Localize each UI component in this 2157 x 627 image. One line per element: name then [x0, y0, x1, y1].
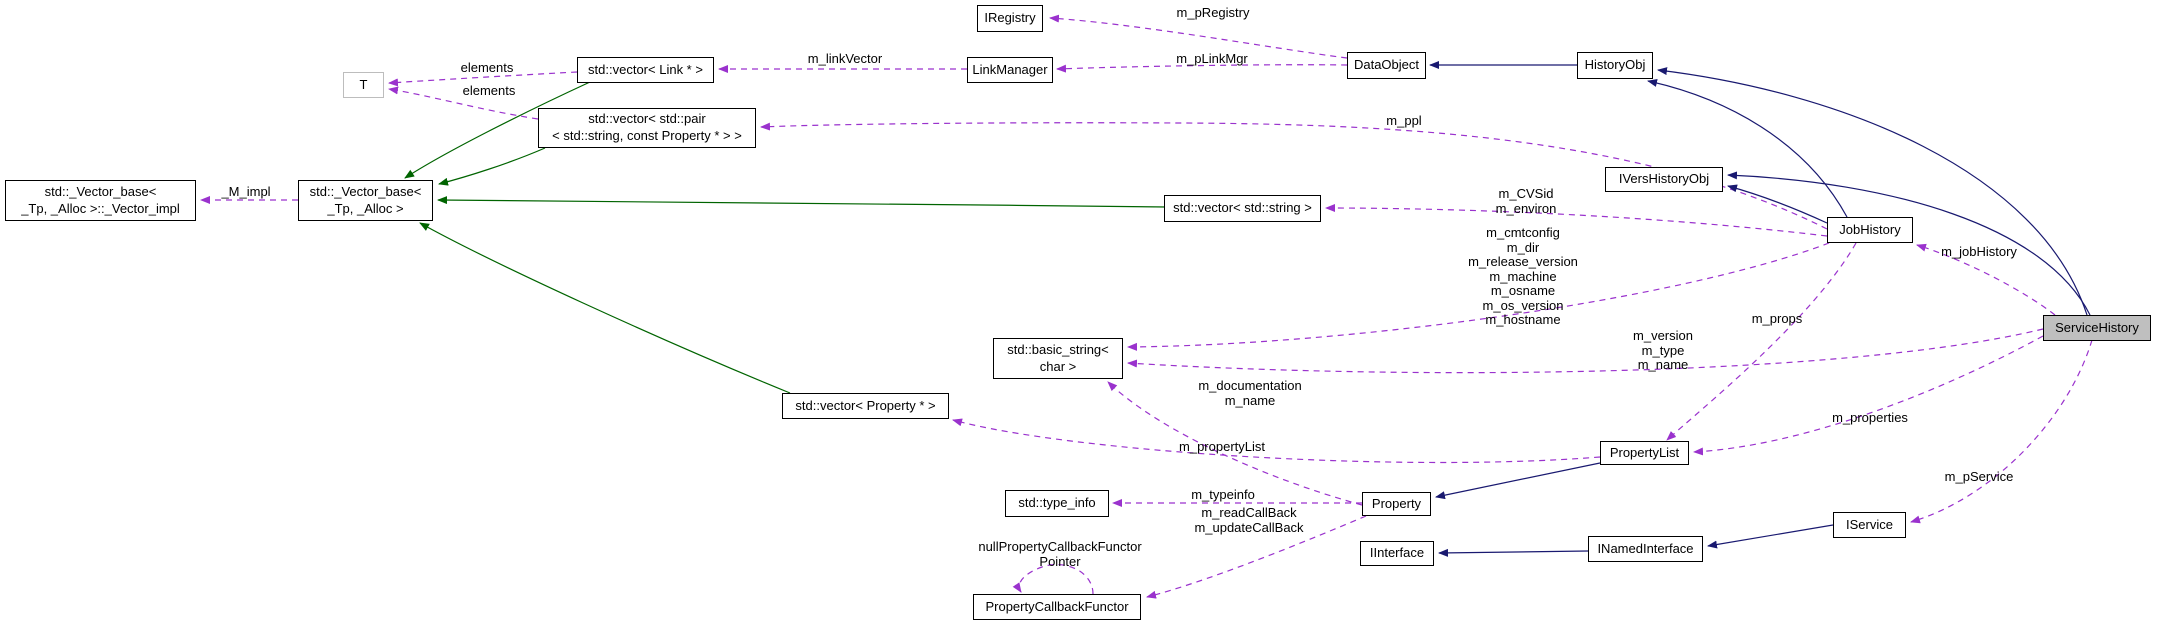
edge-label-m-typeinfo: m_typeinfo	[1191, 487, 1255, 502]
edge-inamedinterface-iinterface	[1438, 548, 1589, 557]
edge-property-pcf	[1146, 515, 1367, 599]
edge-vectorlink-t	[388, 71, 578, 87]
node-vector-property[interactable]: std::vector< Property * >	[782, 393, 949, 419]
edge-label-elements-1: elements	[460, 60, 514, 75]
edge-servicehistory-propertylist	[1693, 335, 2044, 456]
node-iservice[interactable]: IService	[1833, 512, 1906, 538]
node-iregistry[interactable]: IRegistry	[977, 5, 1043, 32]
node-type-info[interactable]: std::type_info	[1005, 490, 1109, 517]
edge-jobhistory-propertylist	[1666, 242, 1857, 441]
node-vector-base[interactable]: std::_Vector_base< _Tp, _Alloc >	[298, 180, 433, 221]
edge-jobhistory-ivershistoryobj	[1727, 184, 1828, 224]
edge-label-m-ppl: m_ppl	[1386, 113, 1422, 128]
edge-label-m-linkvector: m_linkVector	[807, 51, 883, 66]
node-vector-base-impl[interactable]: std::_Vector_base< _Tp, _Alloc >::_Vecto…	[5, 180, 196, 221]
node-property[interactable]: Property	[1362, 492, 1431, 516]
edge-servicehistory-historyobj	[1657, 67, 2088, 316]
edge-dataobject-iregistry	[1049, 14, 1348, 59]
node-vector-pair[interactable]: std::vector< std::pair < std::string, co…	[538, 108, 756, 148]
edge-label-elements-2: elements	[462, 83, 516, 98]
node-basic-string[interactable]: std::basic_string< char >	[993, 338, 1123, 379]
edge-vectorlink-vectorbase	[404, 81, 591, 179]
edge-servicehistory-jobhistory	[1916, 243, 2056, 316]
edge-vectorpair-t	[388, 86, 539, 120]
edge-iservice-inamedinterface	[1707, 524, 1834, 549]
edge-label-m-propertylist: m_propertyList	[1179, 439, 1265, 454]
edge-servicehistory-basicstring	[1127, 328, 2044, 374]
node-vector-string[interactable]: std::vector< std::string >	[1164, 195, 1321, 222]
edge-label-m-cvsid: m_CVSid m_environ	[1495, 186, 1557, 216]
edge-label-m-pservice: m_pService	[1944, 469, 2014, 484]
node-ivershistoryobj[interactable]: IVersHistoryObj	[1605, 167, 1723, 192]
node-jobhistory[interactable]: JobHistory	[1827, 217, 1913, 243]
edge-servicehistory-ivershistoryobj	[1727, 171, 2091, 316]
edge-vectorproperty-vectorbase	[419, 222, 791, 394]
node-template-param-t[interactable]: T	[343, 72, 384, 98]
node-inamedinterface[interactable]: INamedInterface	[1588, 536, 1703, 562]
edge-label-nullfunctor: nullPropertyCallbackFunctor Pointer	[978, 539, 1142, 569]
node-iinterface[interactable]: IInterface	[1360, 541, 1434, 566]
node-historyobj[interactable]: HistoryObj	[1577, 52, 1653, 79]
edge-label-m-impl: _M_impl	[221, 184, 271, 199]
edge-label-m-version: m_version m_type m_name	[1633, 328, 1693, 373]
edge-label-m-callbacks: m_readCallBack m_updateCallBack	[1194, 505, 1304, 535]
node-vector-link[interactable]: std::vector< Link * >	[577, 57, 714, 83]
node-propertylist[interactable]: PropertyList	[1600, 441, 1689, 465]
edge-jobhistory-vectorstring	[1325, 204, 1828, 237]
edge-vectorstring-vectorbase	[437, 196, 1168, 208]
edge-label-m-documentation: m_documentation m_name	[1198, 378, 1302, 408]
edge-servicehistory-iservice	[1910, 339, 2093, 524]
edge-propertylist-property	[1435, 462, 1601, 500]
edge-label-m-plinkmgr: m_pLinkMgr	[1176, 51, 1248, 66]
edge-pcf-selfloop	[1012, 563, 1094, 595]
edge-vectorpair-vectorbase	[438, 147, 546, 186]
edge-label-m-env-block: m_cmtconfig m_dir m_release_version m_ma…	[1468, 225, 1578, 328]
node-pcf[interactable]: PropertyCallbackFunctor	[973, 594, 1141, 620]
node-servicehistory[interactable]: ServiceHistory	[2043, 315, 2151, 341]
node-linkmanager[interactable]: LinkManager	[967, 57, 1053, 83]
edge-property-basicstring	[1107, 381, 1363, 506]
edge-propertylist-vectorproperty	[952, 418, 1601, 464]
node-dataobject[interactable]: DataObject	[1347, 52, 1426, 79]
edge-label-m-pregistry: m_pRegistry	[1176, 5, 1250, 20]
edge-label-m-properties: m_properties	[1832, 410, 1908, 425]
edge-label-m-props: m_props	[1751, 311, 1803, 326]
edge-jobhistory-historyobj	[1647, 79, 1848, 218]
edge-label-m-jobhistory: m_jobHistory	[1941, 244, 2017, 259]
edge-jobhistory-basicstring	[1127, 242, 1830, 351]
edge-dataobject-linkmanager	[1056, 64, 1348, 73]
